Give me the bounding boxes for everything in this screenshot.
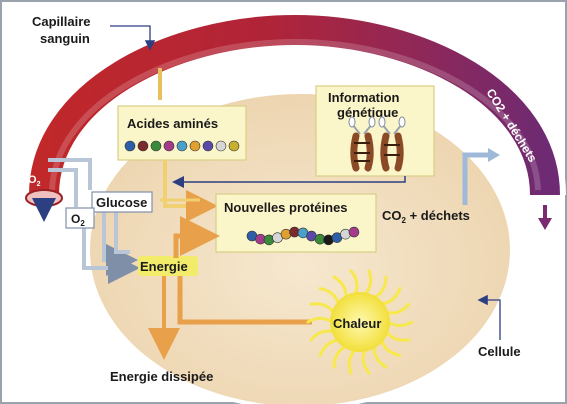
capillary-o2-label: O2	[28, 174, 41, 188]
amino-acids-label: Acides aminés	[127, 116, 218, 131]
amino-acid-bead	[163, 140, 175, 152]
new-proteins-box	[215, 193, 377, 253]
amino-acid-bead	[150, 140, 162, 152]
co2-waste-sub: 2	[402, 216, 407, 225]
energy-to-heat-arrow	[177, 276, 312, 325]
amino-acid-bead	[176, 140, 188, 152]
energy-label: Energie	[140, 259, 188, 274]
heat-core	[330, 292, 390, 352]
amino-acid-bead	[137, 140, 149, 152]
o2-box	[65, 207, 95, 229]
co2-waste-base: CO	[382, 208, 402, 223]
amino-to-protein-arrow	[163, 160, 218, 222]
chromosome-left	[348, 116, 376, 172]
cell-label-pointer	[477, 294, 501, 340]
capillary-label-line1: Capillaire	[32, 14, 91, 29]
capillary-o2-base: O	[28, 174, 37, 186]
o2-sub: 2	[80, 219, 85, 228]
genetic-info-arrow	[172, 176, 406, 188]
capillary-highlight	[49, 38, 541, 191]
cell-label: Cellule	[478, 344, 521, 359]
protein-bead	[348, 226, 360, 238]
co2-waste-label: CO2 + déchets	[382, 208, 470, 225]
amino-acid-bead	[124, 140, 136, 152]
protein-chain-beads	[246, 226, 360, 246]
o2-inflow-arrow	[48, 158, 92, 190]
glucose-label: Glucose	[96, 195, 147, 210]
o2-label: O2	[71, 212, 85, 228]
co2-waste-rest: + déchets	[406, 208, 470, 223]
capillary-o2-sub: 2	[37, 181, 41, 188]
co2-outflow-arrowhead	[488, 148, 500, 162]
capillary-label-line2: sanguin	[40, 31, 90, 46]
capillary-right-arrowhead	[538, 218, 552, 230]
energy-dissipated-label: Energie dissipée	[110, 369, 213, 384]
amino-acid-bead	[228, 140, 240, 152]
amino-acid-bead	[189, 140, 201, 152]
glucose-box	[91, 191, 153, 213]
energy-highlight	[138, 256, 198, 276]
genetic-info-box	[315, 85, 435, 177]
amino-acid-beads	[124, 140, 240, 152]
capillary-arc	[29, 14, 560, 196]
co2-outflow-arrow	[462, 152, 490, 205]
genetic-info-label-line1: Information	[328, 90, 400, 105]
chromosome-right	[378, 116, 406, 172]
genetic-info-label-line2: génétique	[337, 105, 398, 120]
new-proteins-label: Nouvelles protéines	[224, 200, 348, 215]
o2-base: O	[71, 212, 80, 226]
amino-acid-bead	[215, 140, 227, 152]
o2-to-energy-arrow	[82, 226, 140, 284]
energy-to-protein-arrow	[173, 216, 220, 258]
amino-acids-box	[117, 105, 247, 161]
capillary-label-pointer	[110, 25, 156, 51]
glucose-inflow-arrow	[48, 168, 78, 207]
amino-acid-bead	[202, 140, 214, 152]
heat-label: Chaleur	[333, 316, 381, 331]
